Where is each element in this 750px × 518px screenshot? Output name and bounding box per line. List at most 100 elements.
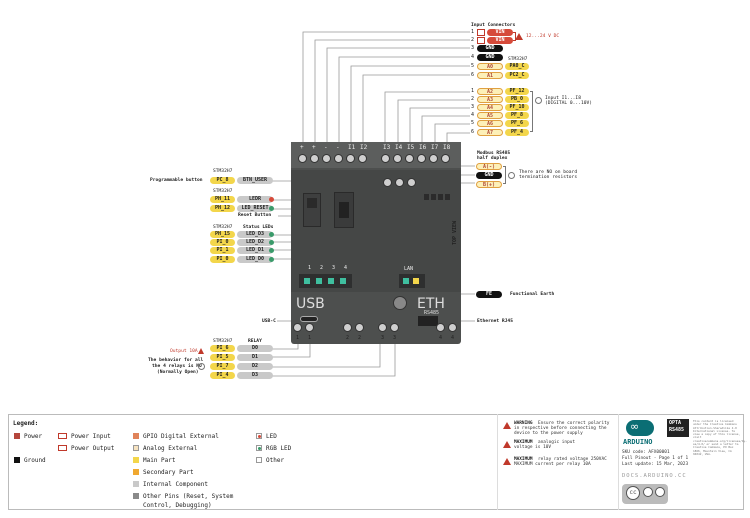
legend-swatch-col3-5 — [133, 493, 139, 499]
arduino-logo — [626, 420, 654, 436]
usb-label: USB — [296, 296, 325, 312]
led-row-2-name: LED_RESET — [237, 205, 273, 212]
last-update: Last update: 15 Mar, 2023 — [622, 462, 689, 467]
input-label-1: A3 — [477, 96, 503, 103]
reset-button[interactable] — [307, 198, 317, 208]
screw-terminal-9 — [417, 154, 426, 163]
warning-text1-1: analogic input — [538, 440, 576, 445]
status-led-4 — [340, 278, 346, 284]
screw-terminal-7 — [393, 154, 402, 163]
terminal-label-5: I2 — [360, 144, 368, 151]
legend-swatch-col3-2 — [133, 457, 139, 463]
relay-stm: STM32H7 — [213, 339, 233, 344]
led-number-1: 1 — [308, 265, 312, 271]
input-label-2: A4 — [477, 104, 503, 111]
modbus-pin-0: A(-) — [476, 163, 502, 170]
input-label-3: A5 — [477, 112, 503, 119]
lan-label: LAN — [404, 266, 414, 272]
modbus-note-1: There are NO on board — [519, 170, 578, 175]
warning-icon-0 — [503, 422, 511, 429]
modbus-pin-1: GND — [476, 172, 502, 179]
terminal-label-0: + — [300, 144, 304, 151]
modbus-terminal-1 — [383, 178, 392, 187]
relay-row-0-pin: PI_6 — [210, 345, 235, 352]
modbus-note-2: termination resistors — [519, 175, 578, 180]
warning-lead-1: MAXIMUM — [514, 440, 533, 445]
relay-num-1b: 1 — [308, 335, 312, 341]
cc-icon: cc — [626, 486, 640, 500]
legend-swatch-col4-2 — [256, 457, 262, 463]
screw-terminal-1 — [310, 154, 319, 163]
modbus-title-1: Modbus RS485 — [477, 151, 511, 156]
terminal-label-1: + — [312, 144, 316, 151]
legend-swatch-col3-3 — [133, 469, 139, 475]
voltage-note: 12...24 V DC — [526, 34, 560, 39]
connector-num-0: 1 — [471, 29, 475, 35]
docs-link[interactable]: DOCS.ARDUINO.CC — [622, 473, 687, 479]
screw-terminal-3 — [334, 154, 343, 163]
legend-divider — [497, 414, 498, 510]
status-led-1 — [304, 278, 310, 284]
input-label-5: A7 — [477, 129, 503, 136]
legend-led-dot-col4-1 — [257, 446, 261, 450]
relay-behavior-1: The behavior for all — [148, 358, 204, 363]
vent-slot-2 — [431, 194, 436, 200]
ethernet-port[interactable] — [418, 316, 438, 326]
legend-label-col3-0: GPIO Digital External — [143, 432, 219, 440]
relay-row-3-pin: PI_4 — [210, 372, 235, 379]
screw-terminal-11 — [441, 154, 450, 163]
led-number-3: 3 — [332, 265, 336, 271]
input-label-4: A6 — [477, 120, 503, 127]
relay-row-1-name: D1 — [237, 354, 273, 361]
relay-info-icon — [198, 363, 205, 370]
legend-swatch-col3-4 — [133, 481, 139, 487]
relay-num-3a: 3 — [381, 335, 385, 341]
prog-button-label: Programmable button — [150, 178, 203, 183]
legend-label-col1-0: Power — [24, 432, 43, 440]
led-number-2: 2 — [320, 265, 324, 271]
power-input-icon-1 — [477, 37, 485, 44]
usb-c-port[interactable] — [300, 316, 318, 322]
status-row-0-name: LED_D3 — [237, 231, 273, 238]
warning-text3-0: device to the power supply — [514, 431, 583, 436]
connector-label-3: GND — [477, 54, 503, 61]
status-row-2-pin: PI_1 — [210, 247, 235, 254]
status-row-0-led — [269, 232, 274, 237]
relay-behavior-3: (Normally Open) — [157, 370, 199, 375]
terminal-label-8: I5 — [407, 144, 415, 151]
connector-num-4: 5 — [471, 63, 475, 69]
input-num-4: 5 — [471, 120, 475, 126]
power-input-icon-0 — [477, 29, 485, 36]
prog-button-stm: STM32H7 — [213, 169, 233, 174]
by-icon — [643, 487, 653, 497]
legend-swatch-col2-0 — [58, 433, 67, 439]
relay-row-2-name: D2 — [237, 363, 273, 370]
input-num-0: 1 — [471, 88, 475, 94]
status-row-1-name: LED_D2 — [237, 239, 273, 246]
screw-terminal-4 — [346, 154, 355, 163]
legend-swatch-col3-1 — [133, 445, 139, 451]
usb-c-label: USB-C — [262, 319, 276, 324]
relay-terminal-4 — [436, 323, 445, 332]
relay-num-4b: 4 — [451, 335, 455, 341]
relay-num-4a: 4 — [439, 335, 443, 341]
legend-label-col3-6: Control, Debugging) — [143, 501, 212, 509]
ethernet-label: Ethernet RJ45 — [477, 319, 513, 324]
modbus-terminal-2 — [395, 178, 404, 187]
warning-text2-1: voltage is 10V — [514, 445, 552, 450]
status-stm: STM32H7 — [213, 225, 233, 230]
legend-label-col4-1: RGB LED — [266, 444, 292, 452]
legend-label-col3-1: Analog External — [143, 444, 198, 452]
status-row-2-led — [269, 248, 274, 253]
top-view-label: TOP VIEW — [452, 220, 458, 245]
led-red-indicator — [269, 197, 274, 202]
legend-title: Legend: — [13, 420, 39, 427]
relay-num-2a: 2 — [346, 335, 350, 341]
legend-label-col4-2: Other — [266, 456, 285, 464]
status-row-3-name: LED_D0 — [237, 256, 273, 263]
modbus-info-icon — [508, 172, 515, 179]
input-info-icon — [535, 97, 542, 104]
programmable-button-cap — [339, 202, 349, 218]
status-row-2-name: LED_D1 — [237, 247, 273, 254]
warning-lead-2: MAXIMUM — [514, 457, 533, 462]
